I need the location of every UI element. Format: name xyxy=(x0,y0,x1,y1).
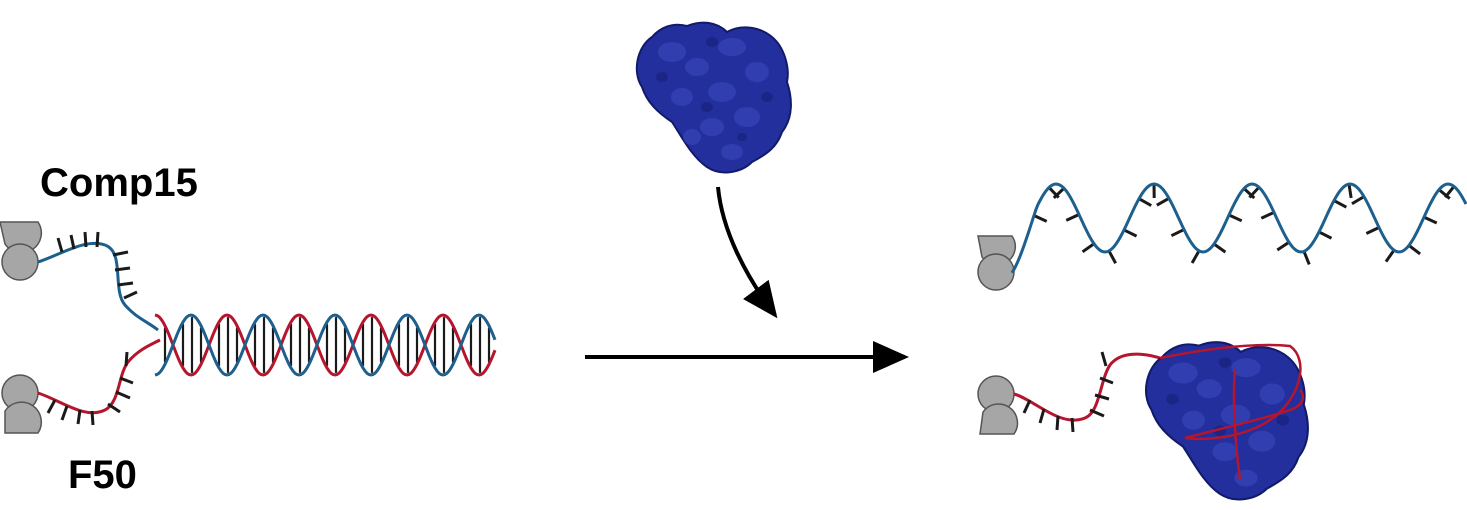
f50-label: F50 xyxy=(68,453,137,497)
base-tick xyxy=(1276,241,1290,252)
f50-bound-bases xyxy=(1022,351,1114,433)
right-comp15-product xyxy=(977,182,1467,291)
base-tick xyxy=(1213,242,1227,254)
comp15-duplex-strand xyxy=(154,313,497,377)
base-tick xyxy=(1156,197,1170,207)
comp15-bases xyxy=(56,231,138,300)
base-tick xyxy=(1248,186,1261,199)
left-construct xyxy=(0,221,497,434)
base-tick xyxy=(1170,228,1185,238)
base-tick xyxy=(1384,249,1396,263)
base-tick xyxy=(1318,230,1333,240)
free-protein xyxy=(635,21,792,174)
base-tick xyxy=(1228,213,1243,223)
base-tick xyxy=(1033,214,1048,223)
right-f50-product xyxy=(977,341,1309,501)
base-tick xyxy=(1351,195,1365,206)
base-tick xyxy=(1365,226,1380,235)
f50-wrapped-strand xyxy=(1159,343,1305,481)
binding-arrow xyxy=(716,186,778,319)
protein-surface-icon xyxy=(635,21,792,174)
base-tick xyxy=(1138,197,1152,207)
base-tick xyxy=(1190,250,1201,264)
comp15-released-strand xyxy=(1010,182,1467,274)
base-tick xyxy=(1347,183,1353,199)
f50-duplex-strand xyxy=(154,313,497,377)
dna-duplex xyxy=(154,313,497,377)
magnetic-bead-clamp-icon xyxy=(1,374,43,434)
base-tick xyxy=(1302,250,1311,265)
base-tick xyxy=(1423,215,1438,225)
magnetic-bead-clamp-icon xyxy=(0,221,43,281)
base-tick xyxy=(1333,199,1348,209)
comp15-single-strand xyxy=(37,242,159,332)
base-tick xyxy=(1081,242,1095,254)
base-tick xyxy=(1444,185,1456,199)
base-tick xyxy=(1107,250,1117,264)
base-tick xyxy=(1260,210,1275,220)
base-tick xyxy=(1123,228,1138,238)
protein-surface-icon xyxy=(1144,341,1309,501)
base-tick xyxy=(1065,213,1080,222)
magnetic-bead-clamp-icon xyxy=(977,235,1017,291)
duplex-base-pairs xyxy=(163,317,491,373)
base-tick xyxy=(1438,188,1451,200)
bound-protein xyxy=(1144,341,1309,501)
magnetic-bead-clamp-icon xyxy=(977,375,1019,435)
comp15-label: Comp15 xyxy=(40,161,198,205)
comp15-released-bases xyxy=(1033,183,1456,265)
f50-bases xyxy=(46,351,134,426)
f50-bound-strand xyxy=(1013,352,1161,422)
f50-single-strand xyxy=(37,338,161,415)
base-tick xyxy=(1242,187,1256,200)
base-tick xyxy=(1408,244,1421,256)
base-tick xyxy=(1052,187,1066,199)
